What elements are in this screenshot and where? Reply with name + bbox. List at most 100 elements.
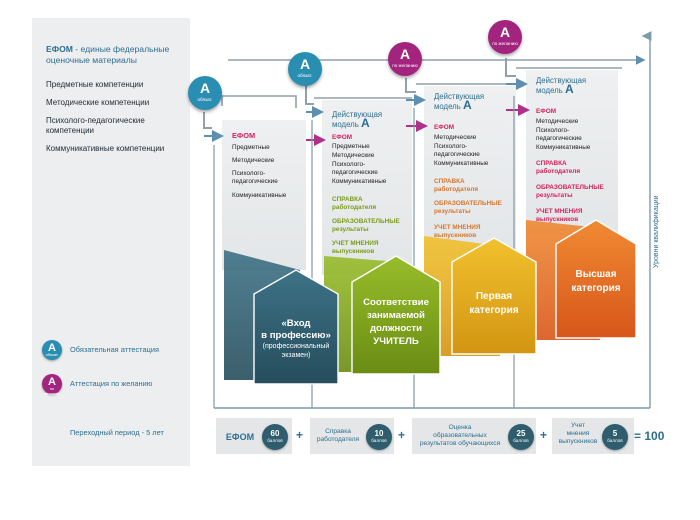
formula-label-line: образовательных: [433, 432, 487, 439]
sidebar-item-communicative: Коммуникативные компетенции: [46, 144, 165, 153]
house-first-category-label: Первая категория: [452, 290, 536, 318]
column-extra: УЧЕТ МНЕНИЯ выпускников: [536, 208, 583, 223]
legend-transition-label: Переходный период - 5 лет: [70, 428, 164, 437]
column-line: Коммуникативные: [332, 178, 387, 185]
column-title-text: Действующая модель: [536, 76, 587, 95]
points-unit: баллов: [371, 438, 387, 443]
formula-label-line: Справка: [325, 428, 351, 435]
column-title-text: Действующая модель: [332, 110, 383, 129]
house-line: Соответствие: [363, 297, 429, 308]
house-sub: (профессиональный: [262, 343, 330, 350]
house-line: должности: [369, 323, 423, 334]
house-line: занимаемой: [367, 310, 425, 321]
column-efom: ЕФОМ: [434, 124, 455, 131]
badge-letter: А: [499, 24, 511, 40]
column-line: Коммуникативные: [434, 160, 489, 167]
formula-label-line: результатов обучающихся: [419, 440, 501, 447]
column-extra: СПРАВКА работодателя: [434, 178, 479, 193]
column-line: Методические: [536, 118, 579, 125]
house-line: категория: [571, 283, 621, 294]
column-title-text: Действующая модель: [434, 92, 485, 111]
points-number: 25: [516, 429, 526, 438]
column-extra: УЧЕТ МНЕНИЯ выпускников: [434, 224, 481, 239]
formula-label-line: мнения: [566, 430, 590, 437]
formula-label: Учет мнения выпускников: [554, 422, 602, 446]
points-unit: баллов: [267, 438, 283, 443]
legend-mandatory-letter: А: [48, 342, 56, 354]
badge-sub: обязат.: [197, 97, 213, 102]
formula-label-line: Оценка: [448, 424, 472, 431]
column-efom: ЕФОМ: [536, 108, 557, 115]
column-line: Коммуникативные: [232, 192, 287, 199]
badge-letter: А: [199, 80, 211, 96]
legend-optional-letter: А: [48, 376, 56, 388]
formula-plus: +: [398, 428, 406, 442]
legend-optional-label: Аттестация по желанию: [70, 379, 153, 388]
points-unit: баллов: [607, 438, 623, 443]
badge-sub: по желанию: [392, 63, 418, 68]
badge-sub: обязат.: [297, 73, 313, 78]
legend-optional-sub: по желанию: [43, 386, 61, 396]
points-number: 60: [270, 429, 280, 438]
sidebar-panel: ЕФОМ - единые федеральные оценочные мате…: [32, 18, 190, 466]
column-extra: СПРАВКА работодателя: [536, 160, 581, 175]
formula-plus: +: [540, 428, 548, 442]
column-line: Психолого-педагогические: [332, 161, 378, 176]
formula-label-line: Учет: [570, 422, 586, 429]
formula-total: = 100: [634, 429, 665, 443]
house-highest-category-label: Высшая категория: [556, 268, 636, 296]
column-line: Психолого-педагогические: [536, 127, 582, 142]
badge-sub: по желанию: [492, 41, 518, 46]
badge-letter: А: [399, 46, 411, 62]
column-title-letter: А: [564, 82, 574, 96]
house-teacher-label: Соответствие занимаемой должности УЧИТЕЛ…: [352, 296, 440, 348]
column-title: Действующая модель А: [434, 92, 484, 111]
column-title: Действующая модель А: [536, 76, 586, 95]
column-line: Методические: [232, 157, 275, 164]
column-extra: ОБРАЗОВАТЕЛЬНЫЕ результаты: [536, 184, 604, 199]
formula-label: Оценка образовательных результатов обуча…: [412, 424, 508, 448]
column-title-letter: А: [462, 98, 472, 112]
house-line: Высшая: [575, 269, 617, 280]
column-extra: ОБРАЗОВАТЕЛЬНЫЕ результаты: [332, 218, 400, 233]
column-title: Действующая модель А: [332, 110, 382, 129]
points-number: 10: [374, 429, 384, 438]
badge-letter: А: [299, 56, 311, 72]
column-line: Коммуникативные: [536, 144, 591, 151]
legend-mandatory-label: Обязательная аттестация: [70, 345, 159, 354]
sidebar-item-psychological: Психолого-педагогические компетенции: [46, 116, 145, 135]
column-line: Предметные: [232, 144, 270, 151]
column-extra: СПРАВКА работодателя: [332, 196, 377, 211]
house-entry-label: «Вход в профессию» (профессиональный экз…: [256, 318, 336, 360]
sidebar-title-rest: - единые федеральные оценочные материалы: [46, 44, 170, 65]
house-sub: экзамен): [281, 352, 311, 359]
column-line: Психолого-педагогические: [232, 170, 278, 185]
house-line: в профессию»: [261, 330, 331, 341]
formula-plus: +: [296, 428, 304, 442]
column-line: Психолого-педагогические: [434, 143, 480, 158]
column-extra: ОБРАЗОВАТЕЛЬНЫЕ результаты: [434, 200, 502, 215]
points-unit: баллов: [513, 438, 529, 443]
formula-label: ЕФОМ: [225, 432, 255, 442]
sidebar-title-accent: ЕФОМ: [46, 44, 73, 54]
house-line: категория: [469, 305, 519, 316]
house-line: «Вход: [281, 318, 311, 329]
sidebar-item-methodical: Методические компетенции: [46, 98, 150, 107]
sidebar-title: ЕФОМ - единые федеральные оценочные мате…: [46, 44, 186, 66]
formula-label-line: выпускников: [558, 438, 598, 445]
formula-label-line: работодателя: [316, 436, 360, 443]
column-efom: ЕФОМ: [332, 134, 353, 141]
column-line: Предметные: [332, 143, 370, 150]
column-extra: УЧЕТ МНЕНИЯ выпускников: [332, 240, 379, 255]
